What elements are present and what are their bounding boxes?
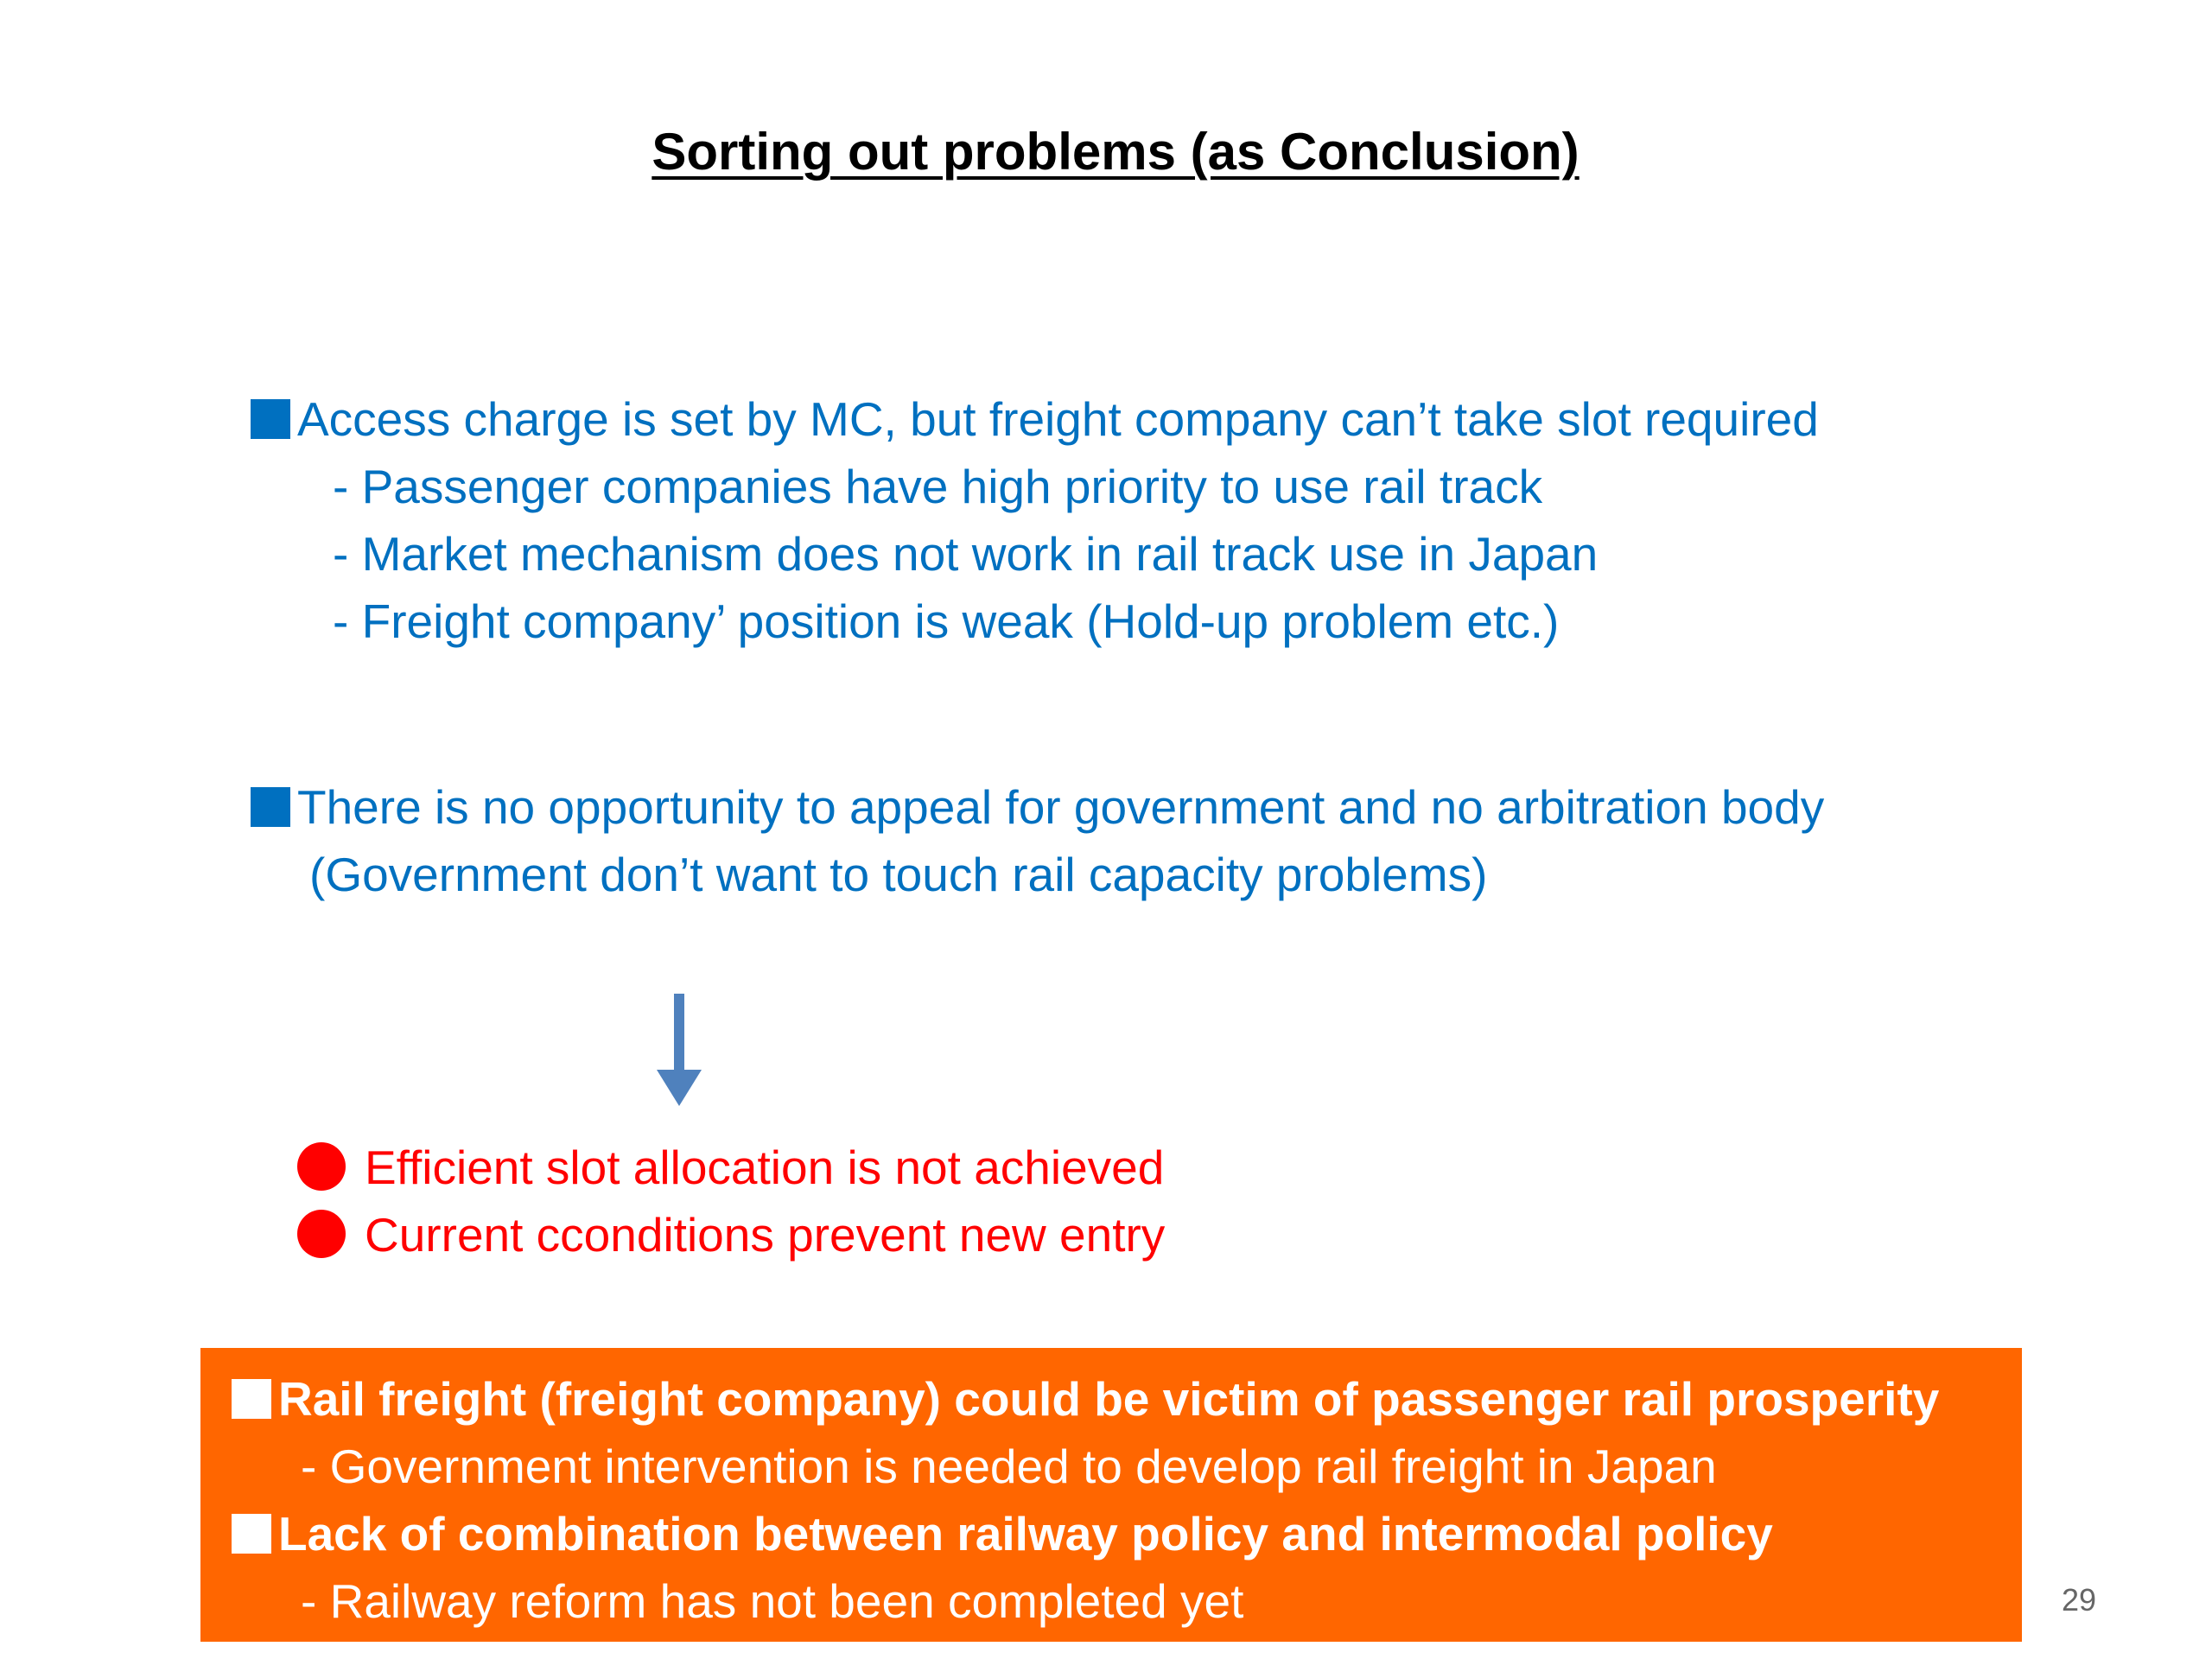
- results-list: Efficient slot allocation is not achieve…: [297, 1134, 1165, 1268]
- conclusion-box: Rail freight (freight company) could be …: [200, 1348, 2022, 1642]
- section-appeal: There is no opportunity to appeal for go…: [251, 773, 1824, 908]
- list-item: - Passenger companies have high priority…: [333, 460, 1543, 513]
- slide-title: Sorting out problems (as Conclusion): [652, 123, 1580, 181]
- white-square-bullet-icon: [232, 1379, 271, 1419]
- conclusion-box-content: Rail freight (freight company) could be …: [232, 1365, 1939, 1635]
- page-number: 29: [2062, 1582, 2097, 1618]
- list-item: - Freight company’ position is weak (Hol…: [333, 594, 1560, 648]
- result-text: Efficient slot allocation is not achieve…: [365, 1141, 1165, 1194]
- list-item: - Market mechanism does not work in rail…: [333, 527, 1599, 581]
- section-appeal-heading-text: There is no opportunity to appeal for go…: [297, 780, 1825, 834]
- list-item: Efficient slot allocation is not achieve…: [297, 1134, 1165, 1201]
- conclusion-point-text: Lack of combination between railway poli…: [278, 1507, 1773, 1560]
- arrow-down-icon: [657, 994, 702, 1106]
- conclusion-subpoint: - Railway reform has not been completed …: [301, 1574, 1244, 1628]
- section-access-charge-heading-text: Access charge is set by MC, but freight …: [297, 392, 1819, 446]
- section-access-charge: Access charge is set by MC, but freight …: [251, 385, 1819, 655]
- section-appeal-heading: There is no opportunity to appeal for go…: [251, 773, 1824, 841]
- list-item: Current cconditions prevent new entry: [297, 1201, 1165, 1268]
- blue-square-bullet-icon: [251, 787, 290, 827]
- red-dot-bullet-icon: [297, 1142, 346, 1191]
- red-dot-bullet-icon: [297, 1210, 346, 1258]
- white-square-bullet-icon: [232, 1514, 271, 1554]
- conclusion-point: Rail freight (freight company) could be …: [232, 1365, 1939, 1433]
- section-appeal-note: (Government don’t want to touch rail cap…: [309, 848, 1488, 901]
- conclusion-subpoint: - Government intervention is needed to d…: [301, 1440, 1717, 1493]
- conclusion-point: Lack of combination between railway poli…: [232, 1500, 1939, 1567]
- result-text: Current cconditions prevent new entry: [365, 1208, 1166, 1262]
- section-access-charge-heading: Access charge is set by MC, but freight …: [251, 385, 1819, 453]
- conclusion-point-text: Rail freight (freight company) could be …: [278, 1372, 1940, 1426]
- blue-square-bullet-icon: [251, 399, 290, 439]
